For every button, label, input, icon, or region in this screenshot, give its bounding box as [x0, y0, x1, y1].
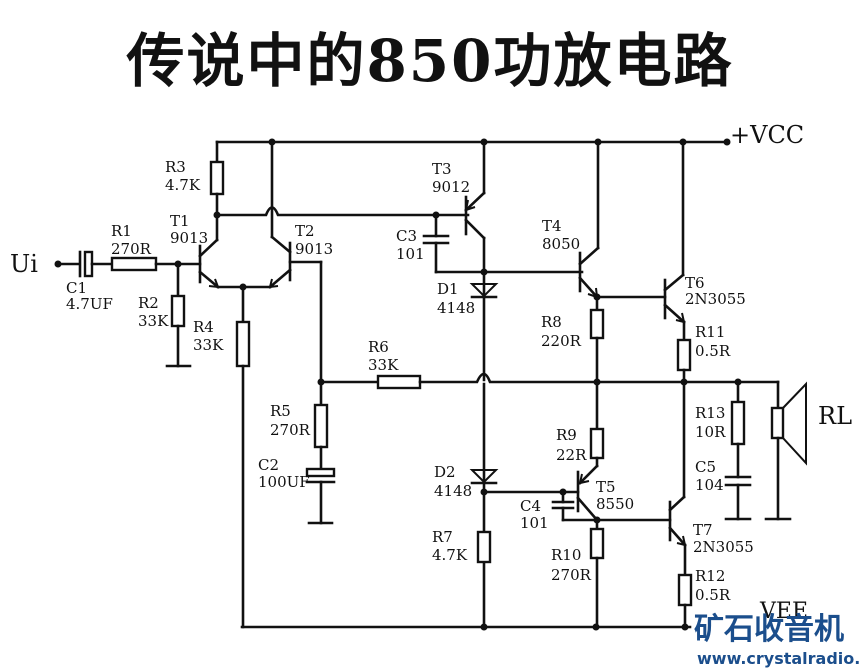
r10-ref: R10: [551, 546, 581, 564]
r11-value: 0.5R: [695, 342, 731, 360]
diff-pair: R3 4.7K T1 9013 R4 33K T2 9013: [165, 140, 470, 629]
r7-ref: R7: [432, 528, 453, 546]
t7-ref: T7: [693, 521, 713, 539]
vas-stage: T3 9012 C3 101 D1 4148 D2 4148 R7 4.7K: [396, 140, 584, 629]
watermark-name: 矿石收音机: [694, 612, 844, 647]
r7-value: 4.7K: [432, 546, 468, 564]
r8-resistor: [589, 308, 605, 340]
r12-ref: R12: [695, 567, 725, 585]
diagram-title: 传说中的850功放电路: [126, 27, 734, 95]
r9-resistor: [589, 427, 605, 460]
d1-ref: D1: [437, 280, 459, 298]
r6-resistor: [376, 374, 422, 390]
watermark-url: www.crystalradio.cn: [697, 649, 860, 668]
c4-ref: C4: [520, 497, 541, 515]
load-label: RL: [818, 402, 852, 430]
c2-value: 100UF: [258, 473, 310, 491]
r5-ref: R5: [270, 402, 291, 420]
r4-value: 33K: [193, 336, 224, 354]
t1-value: 9013: [170, 229, 208, 247]
t1-ref: T1: [170, 212, 190, 230]
r3-resistor: [209, 160, 225, 196]
t4-ref: T4: [542, 217, 562, 235]
d1-value: 4148: [437, 299, 475, 317]
c1-ref: C1: [66, 279, 87, 297]
r12-resistor: [677, 573, 693, 607]
c3-value: 101: [396, 245, 425, 263]
r7-resistor: [476, 530, 492, 564]
d2-ref: D2: [434, 463, 456, 481]
r3-ref: R3: [165, 158, 186, 176]
r2-value: 33K: [138, 312, 169, 330]
vcc-rail: +VCC: [215, 121, 804, 149]
vee-label: VEE: [759, 599, 808, 624]
c1-value: 4.7UF: [66, 295, 113, 313]
r10-value: 270R: [551, 566, 592, 584]
t6-ref: T6: [685, 274, 705, 292]
r2-resistor: [170, 294, 186, 328]
c3-ref: C3: [396, 227, 417, 245]
vcc-label: +VCC: [730, 121, 804, 149]
r12-value: 0.5R: [695, 586, 731, 604]
r13-value: 10R: [695, 423, 726, 441]
r4-ref: R4: [193, 318, 214, 336]
r9-value: 22R: [556, 446, 587, 464]
output-stage: T6 2N3055 R11 0.5R T7 2N3055 R12 0.5R: [663, 140, 754, 629]
c2-plate-pos: [305, 467, 336, 478]
c2-ref: C2: [258, 456, 279, 474]
speaker-coil: [770, 406, 785, 440]
t5-value: 8550: [596, 495, 634, 513]
t5-ref: T5: [596, 478, 616, 496]
c5-ref: C5: [695, 458, 716, 476]
r8-value: 220R: [541, 332, 582, 350]
r1-resistor: [110, 256, 158, 272]
c4-value: 101: [520, 514, 549, 532]
r10-resistor: [589, 527, 605, 560]
driver-stage: T4 8050 R8 220R R9 22R T5 8550 C4 101: [520, 140, 672, 629]
input-stage: Ui C1 4.7UF R1 270R R2 33K: [10, 222, 202, 368]
r5-resistor: [313, 403, 329, 449]
r13-resistor: [730, 400, 746, 446]
d1-diode: [469, 283, 499, 298]
feedback-network: R6 33K R5 270R C2 100UF: [258, 338, 742, 525]
t3-value: 9012: [432, 178, 470, 196]
d2-diode: [469, 469, 499, 484]
t3-ref: T3: [432, 160, 452, 178]
r9-ref: R9: [556, 426, 577, 444]
c5-value: 104: [695, 476, 724, 494]
t6-value: 2N3055: [685, 290, 746, 308]
r4-resistor: [235, 320, 251, 368]
r3-value: 4.7K: [165, 176, 201, 194]
d2-value: 4148: [434, 482, 472, 500]
r8-ref: R8: [541, 313, 562, 331]
t4-value: 8050: [542, 235, 580, 253]
speaker-icon: [782, 381, 807, 466]
t2-ref: T2: [295, 222, 315, 240]
r1-value: 270R: [111, 240, 152, 258]
input-label: Ui: [10, 250, 38, 278]
r11-resistor: [676, 338, 692, 372]
r1-ref: R1: [111, 222, 132, 240]
load-network: R13 10R C5 104 RL: [695, 378, 852, 521]
watermark: 矿石收音机 www.crystalradio.cn: [694, 612, 860, 668]
r11-ref: R11: [695, 323, 725, 341]
t7-value: 2N3055: [693, 538, 754, 556]
r13-ref: R13: [695, 404, 725, 422]
r2-ref: R2: [138, 294, 159, 312]
r6-value: 33K: [368, 356, 399, 374]
t2-value: 9013: [295, 240, 333, 258]
r6-ref: R6: [368, 338, 389, 356]
r5-value: 270R: [270, 421, 311, 439]
